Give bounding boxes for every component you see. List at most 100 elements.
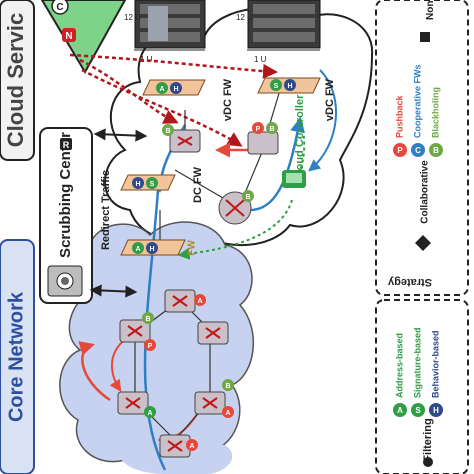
- fw-label: FW: [187, 240, 198, 256]
- filtering-item-badge: [393, 403, 407, 417]
- top-badge-c-letter: C: [56, 2, 63, 13]
- router-core-e: B A: [194, 379, 234, 418]
- server-rack-a: [134, 0, 206, 49]
- router-cloud-c: B: [218, 190, 254, 225]
- strategy-item-badge: [393, 143, 407, 157]
- redirect-traffic-label: Redirect Traffic: [100, 170, 112, 250]
- green-dotted-controller-path-b: [177, 199, 293, 260]
- filtering-item-badge: [429, 403, 443, 417]
- strategy-item-blackholing: B Blackholing: [429, 87, 443, 157]
- svg-text:H: H: [287, 83, 292, 90]
- filtering-item-text: Behavior-based: [430, 330, 440, 398]
- scrubbing-appliance: [47, 265, 83, 297]
- filtering-item-letter: A: [397, 406, 403, 415]
- router-core-f: A: [159, 434, 198, 458]
- blue-coop-path-c: [308, 69, 337, 172]
- strategy-item-text: Cooperative FWs: [412, 64, 422, 138]
- scrubbing-badge-letter: R: [63, 140, 70, 150]
- red-badge: [62, 28, 76, 42]
- svg-text:A: A: [147, 410, 152, 417]
- scrubbing-center-box: [39, 127, 93, 304]
- strategy-item-letter: P: [397, 146, 403, 155]
- vdc-fw-a: A H: [142, 79, 206, 96]
- svg-text:A: A: [159, 86, 164, 93]
- router-cloud-a: B: [162, 124, 201, 153]
- svg-text:H: H: [135, 181, 140, 188]
- one-u-a: 1 U: [140, 55, 153, 64]
- strategy-item-text: Pushback: [394, 94, 404, 138]
- scrubbing-cloud-arrow: [93, 128, 148, 142]
- svg-text:H: H: [173, 86, 178, 93]
- svg-text:A: A: [225, 410, 230, 417]
- svg-text:P: P: [148, 343, 153, 350]
- vdc-fw-b: S H: [257, 77, 321, 94]
- cloud-service-label-box: [0, 0, 35, 161]
- vdc-fw-b-label: vDC FW: [324, 78, 336, 121]
- svg-text:B: B: [245, 194, 250, 201]
- filtering-item-signature-based: S Signature-based: [411, 327, 425, 417]
- filtering-item-badge: [411, 403, 425, 417]
- strategy-item-badge: [411, 143, 425, 157]
- svg-text:A: A: [197, 298, 202, 305]
- svg-text:B: B: [165, 128, 170, 135]
- filtering-legend-box: [375, 299, 469, 474]
- rack-units-a: 12 U: [124, 13, 141, 22]
- strategy-legend-title: Strategy: [387, 276, 432, 288]
- filtering-item-text: Signature-based: [412, 327, 422, 398]
- svg-text:B: B: [225, 383, 230, 390]
- svg-text:S: S: [274, 83, 279, 90]
- server-rack-b: [247, 0, 321, 49]
- red-pushback-path-b: [78, 341, 111, 402]
- legend-collaborative-text: Collaborative: [420, 160, 431, 224]
- core-network-label: Core Network: [5, 291, 27, 422]
- svg-text:S: S: [150, 181, 155, 188]
- svg-text:P: P: [256, 126, 261, 133]
- scrubbing-core-arrow: [89, 284, 138, 298]
- scrubbing-center-label: Scrubbing Center: [57, 132, 74, 258]
- svg-text:A: A: [135, 246, 140, 253]
- filtering-item-letter: S: [415, 406, 421, 415]
- dark-red-dotted-path-b: [81, 68, 243, 147]
- scrubbing-badge: [60, 138, 72, 150]
- svg-text:H: H: [149, 246, 154, 253]
- strategy-item-pushback: P Pushback: [393, 94, 407, 157]
- legend-non-item: Non: [420, 1, 436, 42]
- router-core-b: P B: [119, 312, 156, 351]
- router-core-c: [197, 321, 229, 345]
- core-network-label-box: [0, 239, 35, 474]
- strategy-item-letter: B: [433, 146, 439, 155]
- router-core-d: A: [117, 391, 156, 418]
- dark-red-dotted-path-c: [69, 53, 278, 79]
- strategy-item-letter: C: [415, 146, 421, 155]
- cloud-controller-icon: [282, 170, 306, 188]
- svg-text:B: B: [145, 316, 150, 323]
- legend-collaborative-item: Collaborative: [415, 160, 431, 251]
- legend-non-text: Non: [425, 1, 436, 20]
- filtering-item-behavior-based: H Behavior-based: [429, 330, 443, 417]
- router-core-a: A: [164, 289, 206, 313]
- filtering-item-text: Address-based: [394, 333, 404, 398]
- strategy-item-badge: [429, 143, 443, 157]
- cloud-controller-label: Cloud Controller: [294, 94, 306, 181]
- rack-units-b: 12 U: [236, 13, 253, 22]
- filtering-item-address-based: A Address-based: [393, 333, 407, 417]
- dc-fw-label: DC FW: [192, 166, 204, 203]
- top-badge-c: [51, 0, 69, 15]
- dc-fw: H S: [120, 174, 176, 191]
- strategy-item-text: Blackholing: [430, 87, 440, 138]
- router-cloud-b: P B: [247, 122, 279, 155]
- filtering-legend-dot: [423, 457, 433, 467]
- filtering-legend-title: Filtering: [422, 418, 434, 461]
- red-badge-letter: N: [65, 31, 72, 42]
- strategy-item-cooperative-fws: C Cooperative FWs: [411, 64, 425, 157]
- vdc-fw-a-label: vDC FW: [222, 78, 234, 121]
- cloud-service-label: Cloud Servic: [3, 13, 28, 147]
- svg-text:B: B: [269, 126, 274, 133]
- one-u-b: 1 U: [254, 55, 267, 64]
- svg-text:A: A: [189, 443, 194, 450]
- edge-fw: A H: [120, 239, 186, 256]
- filtering-item-letter: H: [433, 406, 439, 415]
